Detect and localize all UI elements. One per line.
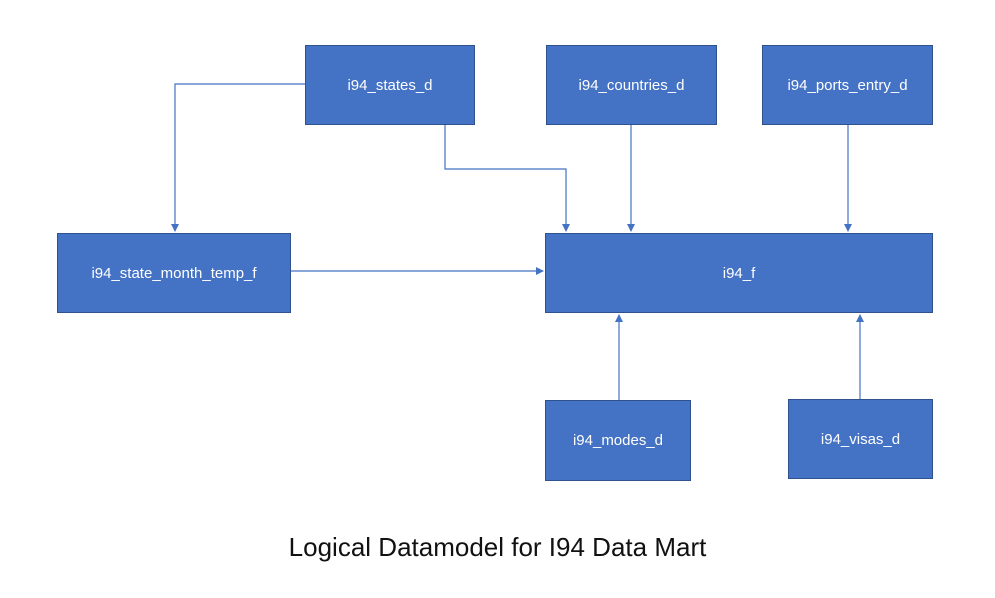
connector-states-to-state-month-temp (171, 83, 305, 232)
connector-states-to-fact (444, 125, 570, 232)
entity-i94-state-month-temp-f[interactable]: i94_state_month_temp_f (57, 233, 291, 313)
entity-label: i94_states_d (347, 76, 433, 94)
entity-i94-countries-d[interactable]: i94_countries_d (546, 45, 717, 125)
diagram-caption: Logical Datamodel for I94 Data Mart (288, 532, 707, 562)
entity-i94-states-d[interactable]: i94_states_d (305, 45, 475, 125)
entity-label: i94_f (722, 264, 756, 282)
entity-i94-modes-d[interactable]: i94_modes_d (545, 400, 691, 481)
entity-label: i94_visas_d (820, 430, 901, 448)
entity-i94-visas-d[interactable]: i94_visas_d (788, 399, 933, 479)
entity-i94-ports-entry-d[interactable]: i94_ports_entry_d (762, 45, 933, 125)
entity-label: i94_ports_entry_d (787, 76, 908, 94)
entity-i94-f[interactable]: i94_f (545, 233, 933, 313)
entity-label: i94_state_month_temp_f (91, 264, 257, 282)
entity-label: i94_modes_d (572, 432, 664, 449)
entity-label: i94_countries_d (578, 76, 685, 94)
